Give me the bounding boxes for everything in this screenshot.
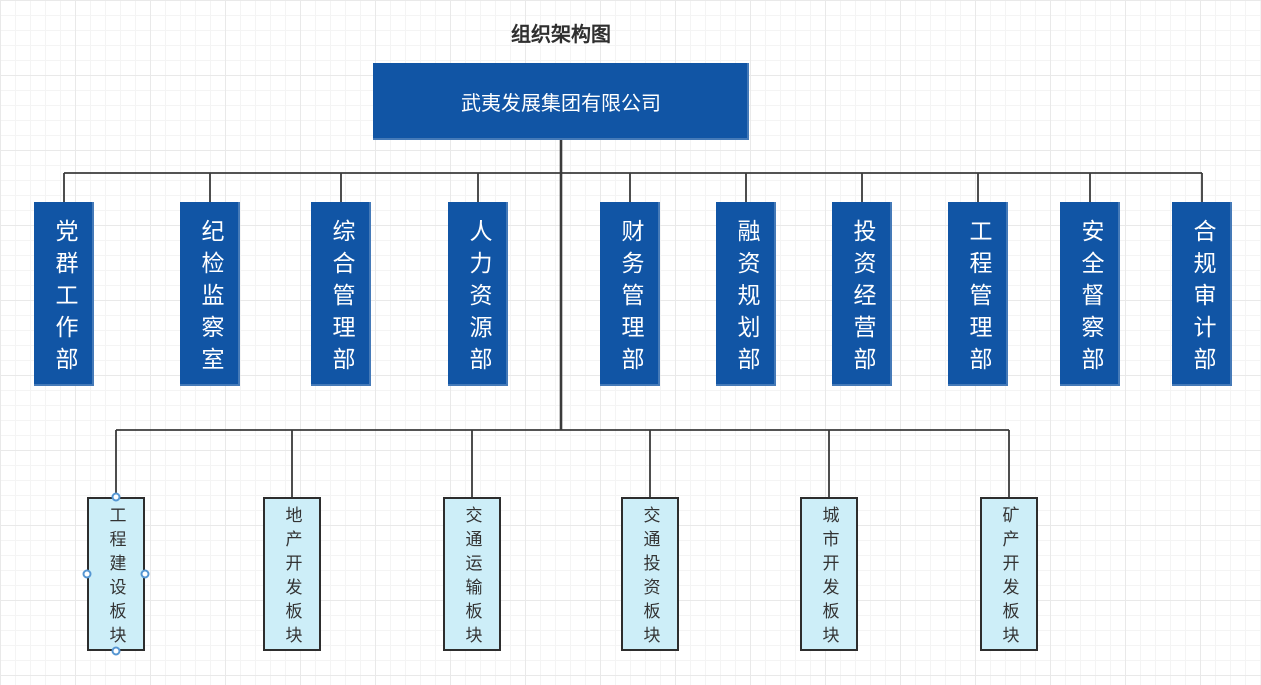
dept-node-caiwu[interactable]: 财务管理部 [600, 202, 660, 386]
sector-node-chengshi[interactable]: 城市开发板块 [800, 497, 858, 651]
dept-node-renli[interactable]: 人力资源部 [448, 202, 508, 386]
selection-handle-top[interactable] [111, 492, 121, 502]
dept-node-touzi[interactable]: 投资经营部 [832, 202, 892, 386]
sector-node-gongchengjianshe[interactable]: 工程建设板块 [87, 497, 145, 651]
dept-node-gongcheng[interactable]: 工程管理部 [948, 202, 1008, 386]
dept-node-label: 安全督察部 [1077, 218, 1103, 379]
chart-title: 组织架构图 [511, 22, 611, 46]
sector-node-dichan[interactable]: 地产开发板块 [263, 497, 321, 651]
dept-node-label: 人力资源部 [465, 218, 491, 379]
dept-node-label: 党群工作部 [51, 218, 77, 379]
sector-node-kuangchan[interactable]: 矿产开发板块 [980, 497, 1038, 651]
level1-drop-connectors [63, 173, 1203, 202]
selection-handle-left[interactable] [82, 569, 92, 579]
dept-node-jijian[interactable]: 纪检监察室 [180, 202, 240, 386]
dept-node-label: 纪检监察室 [197, 218, 223, 379]
dept-node-label: 财务管理部 [617, 218, 643, 379]
dept-node-label: 融资规划部 [733, 218, 759, 379]
root-node-label: 武夷发展集团有限公司 [461, 91, 661, 115]
sector-node-label: 矿产开发板块 [998, 505, 1019, 650]
dept-node-rongzi[interactable]: 融资规划部 [716, 202, 776, 386]
dept-node-anquan[interactable]: 安全督察部 [1060, 202, 1120, 386]
sector-node-label: 地产开发板块 [281, 505, 302, 650]
dept-node-label: 合规审计部 [1189, 218, 1215, 379]
sector-node-jiaotongtouzi[interactable]: 交通投资板块 [621, 497, 679, 651]
sector-node-label: 交通投资板块 [639, 505, 660, 650]
dept-node-label: 投资经营部 [849, 218, 875, 379]
level2-drop-connectors [115, 430, 1010, 497]
dept-node-label: 综合管理部 [328, 218, 354, 379]
sector-node-label: 工程建设板块 [105, 505, 126, 650]
dept-node-dangqun[interactable]: 党群工作部 [34, 202, 94, 386]
selection-handle-right[interactable] [140, 569, 150, 579]
dept-node-label: 工程管理部 [965, 218, 991, 379]
dept-node-hegui[interactable]: 合规审计部 [1172, 202, 1232, 386]
selection-handle-bottom[interactable] [111, 646, 121, 656]
sector-node-yunshu[interactable]: 交通运输板块 [443, 497, 501, 651]
dept-node-zonghe[interactable]: 综合管理部 [311, 202, 371, 386]
sector-node-label: 城市开发板块 [818, 505, 839, 650]
sector-node-label: 交通运输板块 [461, 505, 482, 650]
root-node[interactable]: 武夷发展集团有限公司 [373, 63, 749, 140]
